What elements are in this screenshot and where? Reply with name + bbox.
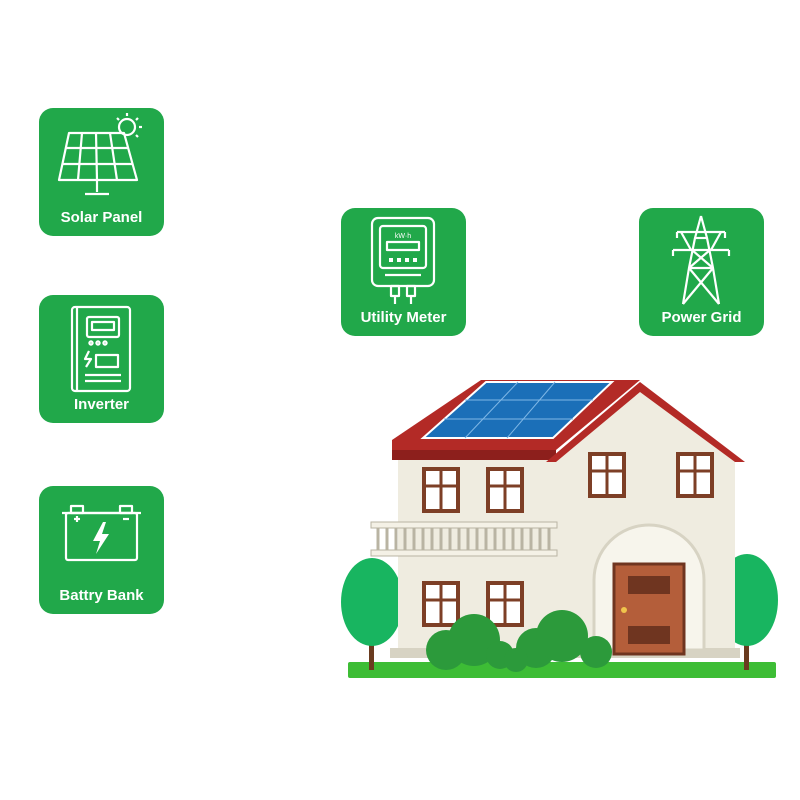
solar-panel-icon bbox=[57, 113, 142, 196]
utility-meter-label: Utility Meter bbox=[360, 309, 447, 326]
solar-panel-tile: Solar Panel bbox=[39, 108, 164, 236]
house-window bbox=[676, 452, 714, 498]
utility-meter-icon: kW·h bbox=[370, 216, 436, 304]
house-window bbox=[486, 581, 524, 627]
front-door bbox=[612, 562, 686, 656]
power-tower-icon bbox=[671, 215, 731, 305]
battery-icon bbox=[62, 504, 141, 562]
battery-bank-tile: Battry Bank bbox=[39, 486, 164, 614]
power-grid-tile: Power Grid bbox=[639, 208, 764, 336]
inverter-label: Inverter bbox=[73, 396, 130, 413]
inverter-icon bbox=[70, 305, 132, 393]
house-window bbox=[486, 467, 524, 513]
balcony bbox=[370, 521, 558, 557]
house-window bbox=[422, 581, 460, 627]
house-window bbox=[588, 452, 626, 498]
rooftop-solar-panels bbox=[420, 381, 615, 439]
solar-panel-label: Solar Panel bbox=[60, 209, 143, 226]
power-grid-label: Power Grid bbox=[661, 309, 742, 326]
house-window bbox=[422, 467, 460, 513]
tree-left bbox=[341, 558, 403, 670]
right-roof bbox=[546, 382, 745, 462]
meter-unit-text: kW·h bbox=[395, 233, 411, 240]
battery-bank-label: Battry Bank bbox=[59, 587, 144, 604]
utility-meter-tile: kW·h Utility Meter bbox=[341, 208, 466, 336]
inverter-tile: Inverter bbox=[39, 295, 164, 423]
grass bbox=[348, 662, 776, 678]
bushes bbox=[426, 610, 612, 672]
house-illustration bbox=[341, 380, 778, 678]
